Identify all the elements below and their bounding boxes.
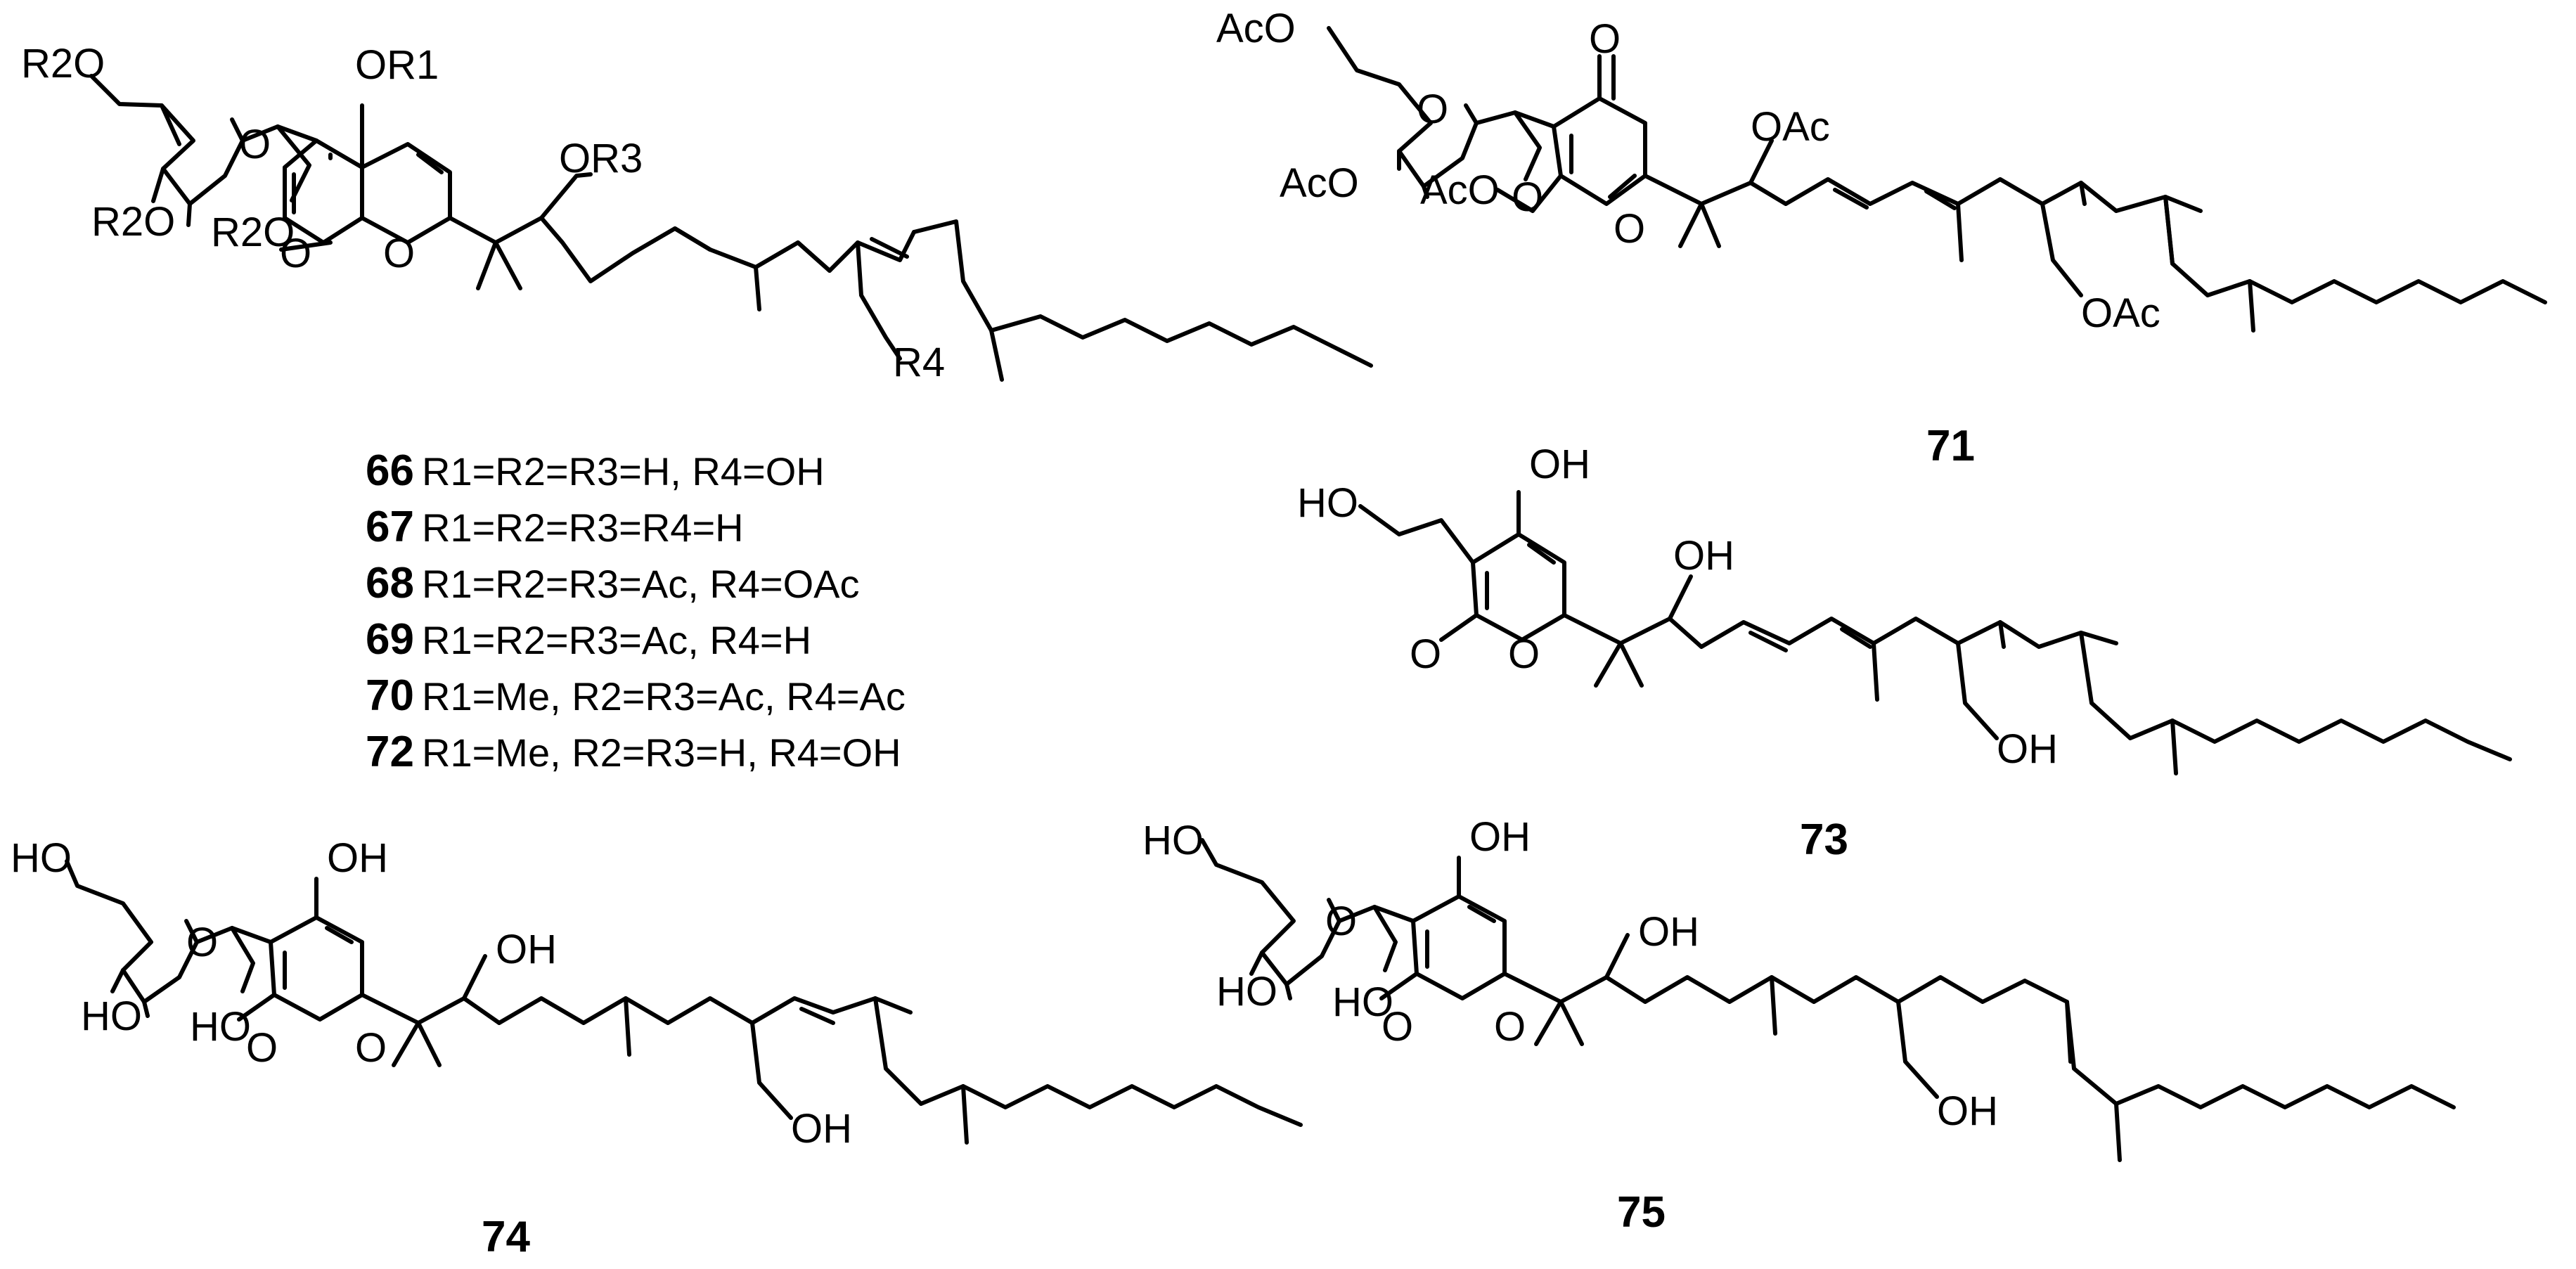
legend-text-69: R1=R2=R3=Ac, R4=H — [422, 618, 811, 662]
legend-text-67: R1=R2=R3=R4=H — [422, 505, 744, 550]
atom-74-ho-top: HO — [11, 835, 72, 881]
atom-75-ho-b: HO — [1332, 979, 1393, 1025]
atom-71-aco-a: AcO — [1280, 160, 1359, 206]
atom-71-pyran-o: O — [1614, 206, 1645, 252]
legend-id-72: 72 — [366, 728, 414, 776]
structure-66-72 — [89, 74, 1373, 382]
atom-pyran-o: O — [383, 231, 415, 276]
structure-75 — [1200, 838, 2456, 1162]
atom-74-pyran-o: O — [355, 1025, 387, 1071]
atom-r2o-b: R2O — [211, 210, 295, 255]
atom-73-pyran-o: O — [1508, 631, 1540, 677]
legend-id-67: 67 — [366, 503, 414, 551]
atom-73-oh-top: OH — [1529, 442, 1590, 487]
atom-75-pyran-o: O — [1494, 1004, 1526, 1050]
atom-73-oh-chain: OH — [1673, 533, 1734, 579]
legend-id-69: 69 — [366, 615, 414, 664]
atom-75-ring-o: O — [1325, 898, 1357, 944]
atom-ring-o: O — [239, 122, 271, 167]
atom-71-ketone-o: O — [1589, 16, 1621, 62]
legend-66-72: 66 R1=R2=R3=H, R4=OH 67 R1=R2=R3=R4=H 68… — [366, 446, 906, 776]
legend-text-70: R1=Me, R2=R3=Ac, R4=Ac — [422, 674, 906, 719]
legend-text-72: R1=Me, R2=R3=H, R4=OH — [422, 730, 901, 775]
atom-74-lactone-o: O — [246, 1025, 278, 1071]
atom-75-oh-top: OH — [1469, 814, 1531, 860]
legend-id-68: 68 — [366, 559, 414, 607]
atom-71-oac-chain: OAc — [1751, 104, 1830, 150]
legend-text-68: R1=R2=R3=Ac, R4=OAc — [422, 562, 860, 606]
atom-r4: R4 — [893, 340, 945, 385]
atom-r2o-a: R2O — [91, 199, 175, 245]
atom-71-aco-top: AcO — [1216, 6, 1296, 51]
atom-73-lactone-o: O — [1410, 631, 1441, 677]
atom-75-lactone-o: O — [1382, 1004, 1413, 1050]
label-75: 75 — [1617, 1188, 1666, 1237]
label-74: 74 — [482, 1213, 530, 1261]
atom-75-ho-top: HO — [1142, 818, 1204, 863]
legend-text-66: R1=R2=R3=H, R4=OH — [422, 449, 825, 494]
atom-or1: OR1 — [355, 42, 439, 88]
atom-74-oh-top: OH — [327, 835, 388, 881]
structure-74 — [65, 859, 1303, 1145]
structure-73 — [1358, 490, 2512, 775]
atom-75-oh-chain: OH — [1638, 909, 1699, 955]
atom-74-oh-side: OH — [791, 1106, 852, 1152]
atom-73-ho-chain: HO — [1297, 480, 1358, 526]
legend-id-66: 66 — [366, 446, 414, 495]
atom-71-oac-side: OAc — [2081, 290, 2160, 336]
atom-74-oh-chain: OH — [496, 927, 557, 972]
atom-71-ring-o: O — [1417, 86, 1448, 132]
atom-r2o-top: R2O — [21, 41, 105, 86]
atom-74-ho-a: HO — [81, 993, 142, 1039]
legend-id-70: 70 — [366, 671, 414, 720]
structure-71 — [1327, 26, 2547, 333]
atom-73-oh-side: OH — [1997, 726, 2058, 772]
label-71: 71 — [1926, 422, 1975, 470]
atom-lactone-o: O — [280, 231, 311, 276]
atom-71-methoxy-o: O — [1512, 174, 1543, 220]
atom-75-oh-side: OH — [1937, 1088, 1998, 1134]
atom-74-ring-o: O — [186, 920, 218, 965]
atom-71-aco-b: AcO — [1420, 167, 1500, 213]
label-73: 73 — [1800, 816, 1848, 864]
atom-75-ho-a: HO — [1216, 969, 1277, 1014]
atom-or3: OR3 — [559, 136, 643, 181]
atom-74-ho-b: HO — [190, 1004, 251, 1050]
